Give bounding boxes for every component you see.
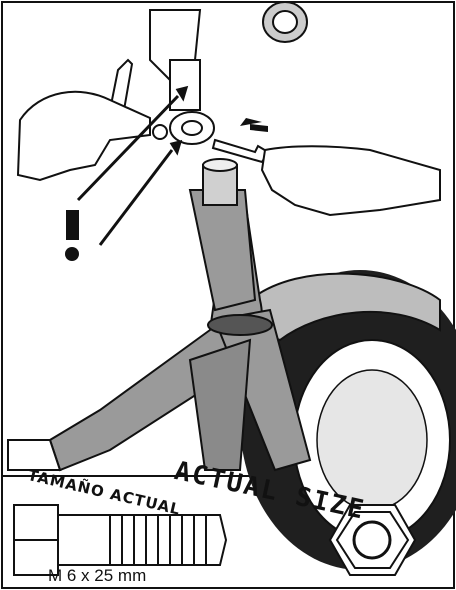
label-bolt-dimension: M 6 x 25 mm: [48, 566, 146, 586]
fork-blade: [190, 340, 250, 470]
head-tube: [190, 190, 255, 310]
warning-exclamation-icon: [65, 210, 79, 261]
stem-tube: [170, 60, 200, 110]
left-hand: [18, 92, 150, 180]
headset-ring: [208, 315, 272, 335]
bolt-actual-size: [14, 505, 226, 575]
packaging-box: [8, 440, 60, 470]
right-hand: [262, 146, 440, 215]
direction-arrow-icon: [240, 118, 268, 132]
clamp-collar: [170, 112, 214, 144]
nut: [153, 125, 167, 139]
